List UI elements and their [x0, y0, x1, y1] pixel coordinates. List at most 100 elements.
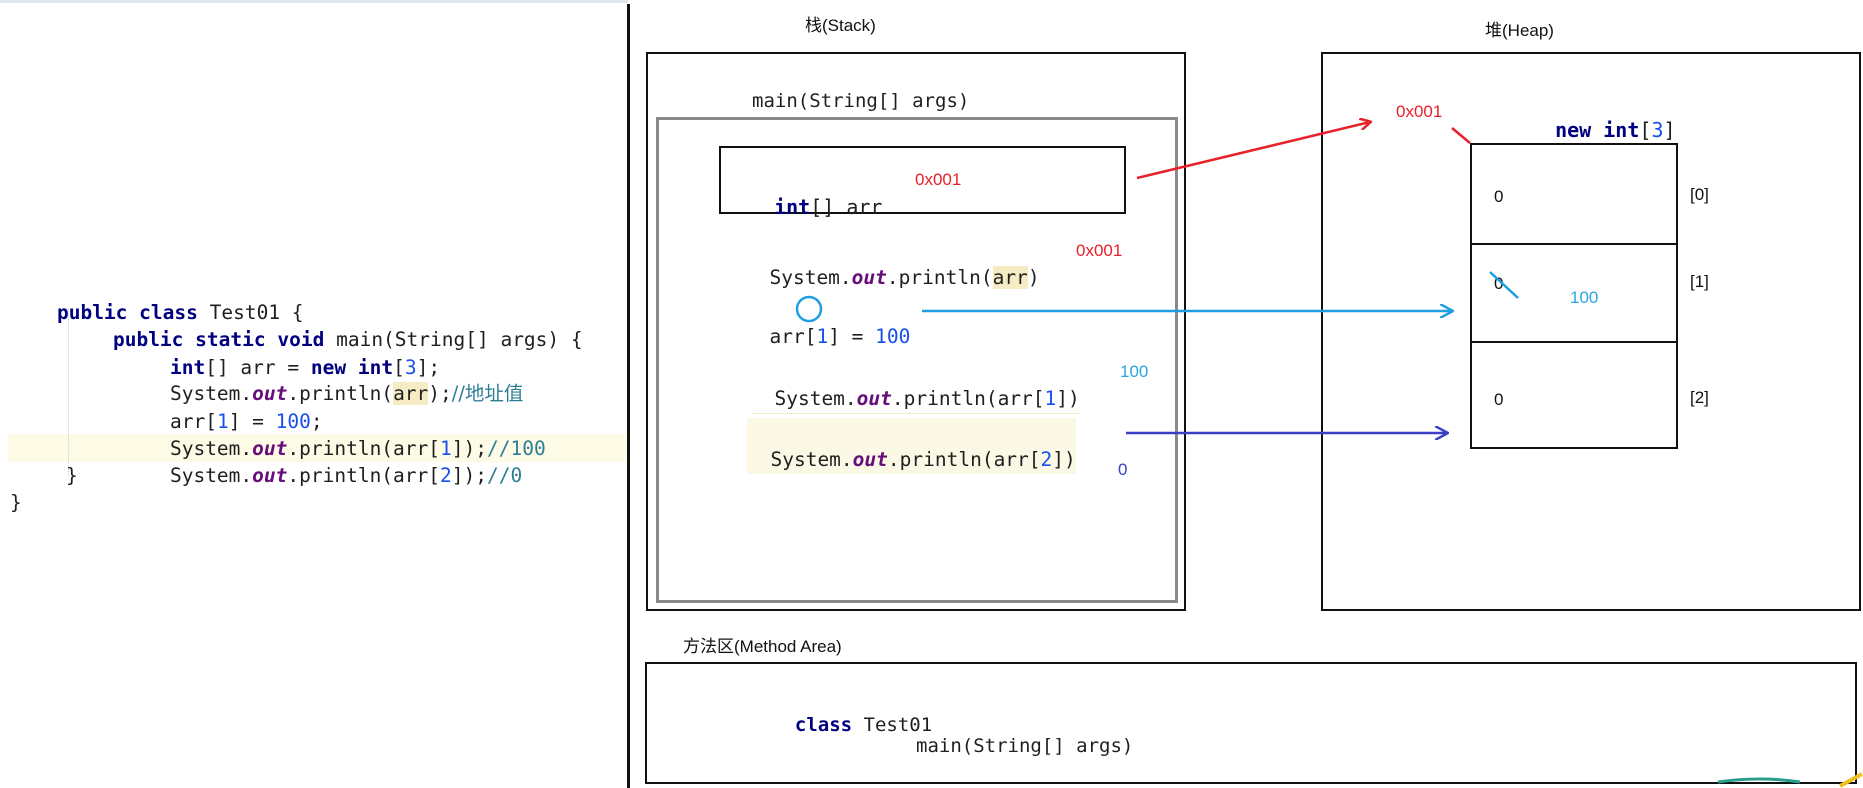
code-line-1: public class Test01 {: [10, 271, 304, 355]
number: 100: [275, 410, 311, 433]
panel-divider: [627, 4, 630, 788]
method-area-box: [645, 662, 1857, 784]
code-text: ;: [310, 410, 323, 433]
code-text: [] arr =: [205, 356, 311, 379]
number: 3: [404, 356, 417, 379]
stack-title: 栈(Stack): [805, 16, 876, 35]
highlighted-var: arr: [393, 382, 429, 405]
cell-divider: [1470, 243, 1678, 245]
code-text: System.: [169, 382, 253, 405]
cell-2-value: 0: [1494, 390, 1504, 409]
code-text: .println(arr[: [887, 448, 1041, 471]
heap-object-label: new int[3]: [1531, 88, 1676, 144]
code-text: .println(arr[: [891, 387, 1045, 410]
signature: main(String[] args) {: [336, 328, 583, 351]
heap-title: 堆(Heap): [1485, 21, 1554, 40]
kw: class: [794, 714, 853, 736]
number: 1: [816, 325, 829, 348]
code-text: .println(: [886, 266, 993, 289]
kw: void: [277, 328, 325, 351]
class-name: Test01 {: [209, 301, 304, 324]
code-text: System.: [774, 387, 857, 410]
code-text: [: [1639, 118, 1652, 142]
kw: public: [56, 301, 128, 324]
arr-variable: int[] arr: [750, 165, 882, 221]
number: 3: [1651, 118, 1664, 142]
stack-box: [646, 52, 1186, 611]
field: out: [856, 387, 892, 410]
stack-print-arr: System.out.println(arr): [746, 236, 1040, 292]
cell-1-new-value: 100: [1570, 288, 1599, 307]
method-area-class: class Test01: [772, 683, 932, 739]
cell-2-index: [2]: [1690, 388, 1709, 407]
kw: public: [112, 328, 184, 351]
stack-print-1: System.out.println(arr[1]): [751, 357, 1080, 414]
cell-0-value: 0: [1494, 187, 1504, 206]
kw: class: [139, 301, 198, 324]
current-line-highlight: [8, 434, 626, 462]
arr-variable-box: [719, 146, 1126, 214]
code-text: System.: [770, 448, 853, 471]
code-top-border: [0, 0, 628, 3]
kw: int: [169, 356, 206, 379]
heap-array: [1470, 143, 1678, 449]
code-text: arr[: [169, 410, 217, 433]
code-text: .println(arr[: [287, 464, 441, 487]
code-text: ]);: [451, 437, 487, 460]
kw: static: [195, 328, 266, 351]
code-text: System.: [169, 437, 253, 460]
code-line-5: arr[1] = 100;: [123, 380, 323, 464]
corner-mark: [1839, 772, 1863, 788]
number: 100: [875, 325, 911, 348]
reference-arrow: [1136, 122, 1370, 180]
code-text: ];: [416, 356, 441, 379]
kw: new: [310, 356, 347, 379]
index-circle: [795, 295, 823, 323]
code-line-2: public static void main(String[] args) {: [66, 298, 583, 382]
code-text: ]): [1056, 387, 1080, 410]
field: out: [252, 382, 288, 405]
strike-mark: [1489, 271, 1519, 299]
cell-1-old-value: 0: [1494, 274, 1504, 293]
arr-address: 0x001: [915, 170, 962, 189]
code-line-8: }: [66, 464, 78, 487]
code-text: ] =: [228, 410, 276, 433]
code-text: ]);: [451, 464, 487, 487]
code-line-7: System.out.println(arr[2]);//0: [123, 434, 522, 518]
method-area-title: 方法区(Method Area): [683, 637, 842, 656]
cell-divider: [1470, 341, 1678, 343]
code-text: ]: [1663, 118, 1676, 142]
comment: //100: [487, 437, 546, 460]
cell-1-index: [1]: [1690, 272, 1709, 291]
number: 1: [1044, 387, 1057, 410]
number: 1: [216, 410, 229, 433]
comment: //地址值: [451, 382, 524, 405]
code-text: arr[: [769, 325, 817, 348]
indent-guide: [68, 308, 69, 476]
code-text: ] =: [828, 325, 876, 348]
number: 2: [1040, 448, 1053, 471]
code-line-6: System. out.println(arr[ 1]);//100: [123, 407, 546, 491]
corner-mark: [1717, 777, 1801, 784]
stack-frame: [656, 117, 1178, 603]
kw: int: [1603, 118, 1640, 142]
print-arr-output: 0x001: [1076, 241, 1123, 260]
number: 2: [440, 464, 452, 487]
heap-address: 0x001: [1396, 102, 1443, 121]
code-text: System.: [769, 266, 852, 289]
code-text: [: [393, 356, 405, 379]
print-2-output: 0: [1118, 460, 1128, 479]
number: 1: [440, 437, 452, 460]
field: out: [252, 464, 288, 487]
frame-label: main(String[] args): [752, 90, 970, 112]
kw: int: [357, 356, 394, 379]
highlighted-var: arr: [992, 266, 1028, 289]
field: out: [852, 448, 888, 471]
method-area-method: main(String[] args): [916, 735, 1134, 757]
code-text: );: [428, 382, 452, 405]
print-1-output: 100: [1120, 362, 1149, 381]
heap-box: [1321, 52, 1861, 611]
code-text: ]): [1052, 448, 1076, 471]
field: out: [851, 266, 887, 289]
